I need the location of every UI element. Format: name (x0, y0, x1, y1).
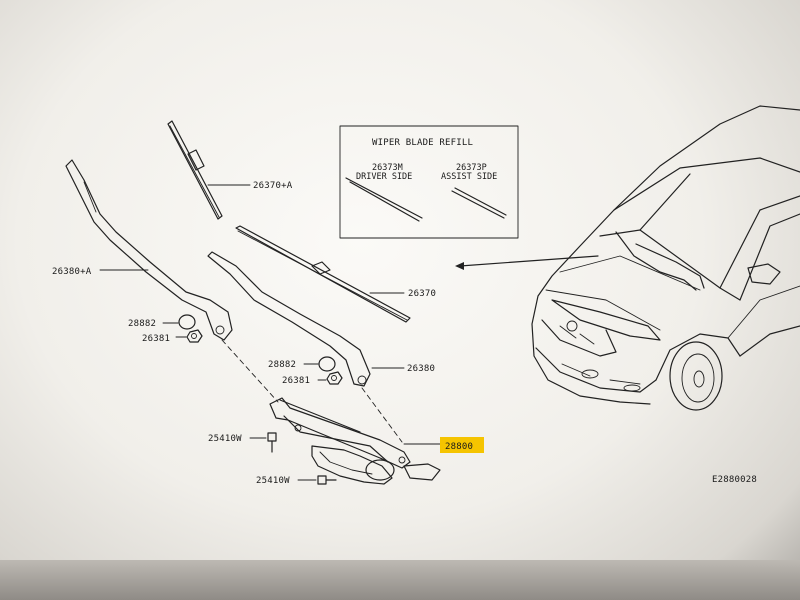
nut-lower (326, 371, 343, 385)
wiper-linkage-motor (269, 397, 441, 485)
wiper-arm-assist (207, 251, 371, 387)
label-nut-2: 26381 (282, 376, 310, 386)
bolt-lower (317, 475, 337, 485)
cap-upper (178, 314, 196, 330)
label-cap-2: 28882 (268, 360, 296, 370)
label-blade: 26370 (408, 289, 436, 299)
driver-refill-strip (345, 177, 423, 222)
car-pointer-arrow (455, 255, 599, 270)
wiper-blade-driver (167, 120, 223, 220)
refill-assist-label: ASSIST SIDE (441, 172, 497, 182)
label-bolt-2: 25410W (256, 476, 290, 486)
wiper-blade-assist (235, 225, 411, 323)
label-cap-1: 28882 (128, 319, 156, 329)
refill-driver-code: 26373M (372, 163, 403, 173)
bolt-upper (267, 432, 277, 453)
refill-driver-label: DRIVER SIDE (356, 172, 412, 182)
assist-refill-strip (451, 187, 507, 219)
refill-assist-code: 26373P (456, 163, 487, 173)
refill-box-frame (339, 125, 519, 239)
label-blade-a: 26370+A (253, 181, 293, 191)
label-nut-1: 26381 (142, 334, 170, 344)
assembly-guide-lines (221, 339, 403, 443)
label-linkage: 28800 (445, 442, 473, 452)
diagram-id: E2880028 (712, 475, 757, 485)
cap-lower (318, 356, 336, 372)
nut-upper (186, 329, 203, 343)
car-illustration (531, 105, 800, 411)
linkage-highlight (440, 437, 484, 453)
label-arm: 26380 (407, 364, 435, 374)
monitor-bezel (0, 560, 800, 600)
refill-box-title: WIPER BLADE REFILL (372, 138, 473, 148)
label-arm-a: 26380+A (52, 267, 92, 277)
wiper-arm-driver (65, 159, 233, 341)
label-bolt-1: 25410W (208, 434, 242, 444)
